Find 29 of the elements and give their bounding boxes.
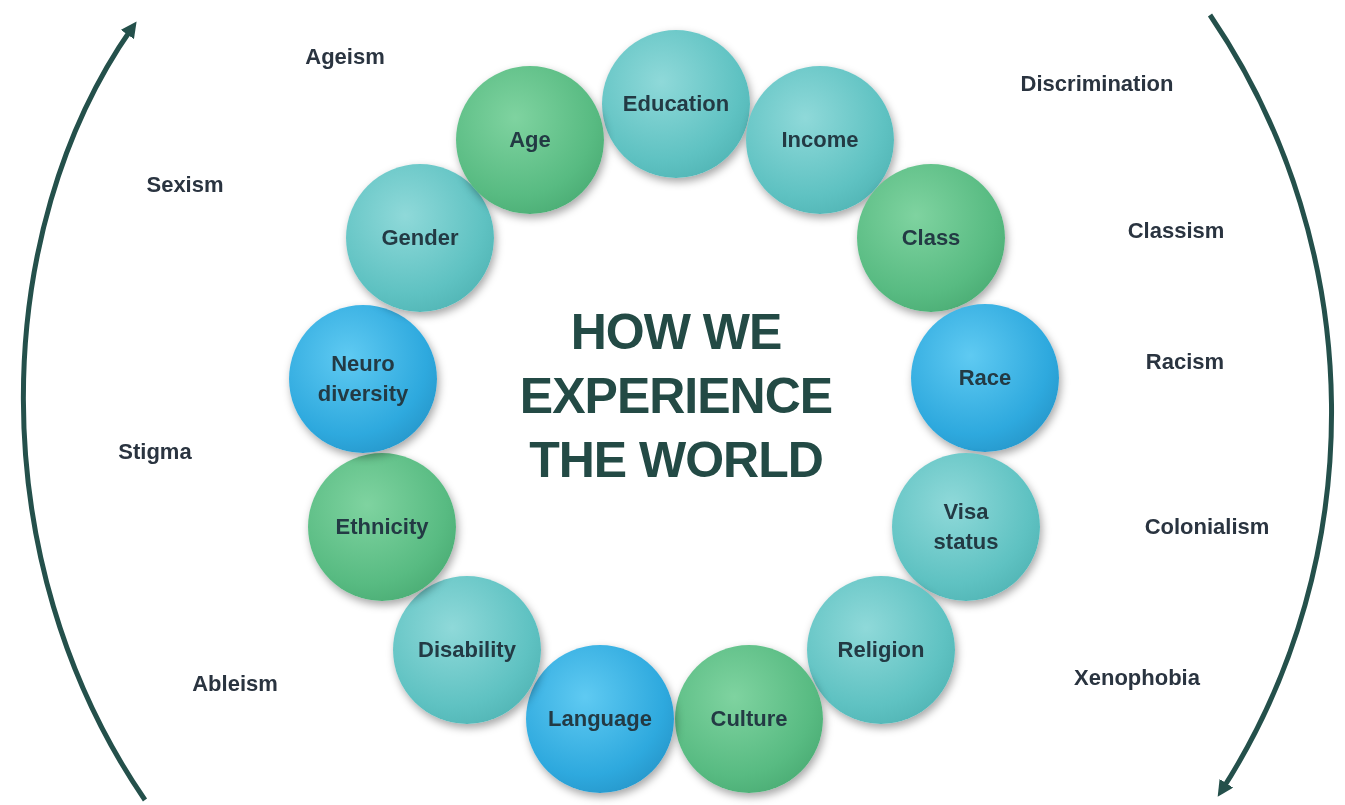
circle-node <box>675 645 823 793</box>
node-label: Gender <box>381 224 459 253</box>
node-label: Language <box>548 705 652 734</box>
label: Stigma <box>118 439 192 465</box>
circle-node <box>746 66 894 214</box>
node-label: Religion <box>837 636 925 665</box>
circle-node <box>892 453 1040 601</box>
node-label: Education <box>622 90 730 119</box>
label: Ageism <box>305 44 385 70</box>
label: Colonialism <box>1144 514 1270 540</box>
label: Ableism <box>192 671 278 697</box>
node-label: Ethnicity <box>335 513 429 542</box>
node-label: Disability <box>418 636 516 665</box>
label: Sexism <box>146 172 224 198</box>
title: HOW WE EXPERIENCE THE WORLD <box>518 303 834 490</box>
circle-node <box>602 30 750 178</box>
node-label: Race <box>958 364 1012 393</box>
circle-node <box>911 304 1059 452</box>
node-label: Age <box>509 126 551 155</box>
label: Discrimination <box>1020 71 1174 97</box>
node-label: Neuro diversity <box>316 350 410 408</box>
circle-node <box>308 453 456 601</box>
node-label: Income <box>781 126 859 155</box>
label: Racism <box>1145 349 1225 375</box>
node-label: Culture <box>710 705 788 734</box>
label: Classism <box>1127 218 1225 244</box>
label: Xenophobia <box>1074 665 1200 691</box>
node-label: Visa status <box>932 498 1000 556</box>
node-label: Class <box>901 224 961 253</box>
